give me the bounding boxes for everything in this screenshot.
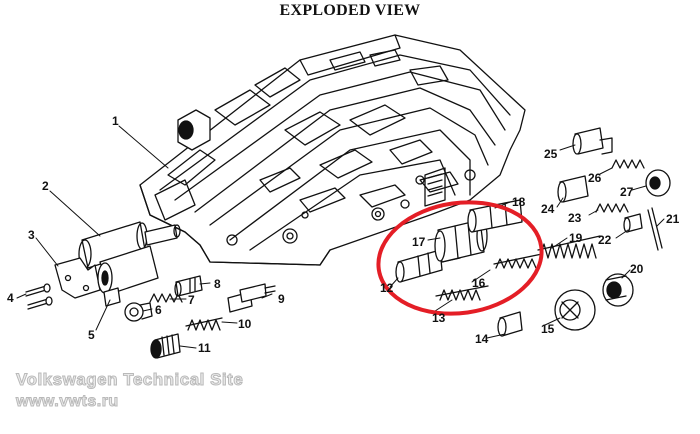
callout-19: 19 xyxy=(569,231,583,245)
part-6-plug xyxy=(124,302,153,322)
part-19-spring xyxy=(537,235,601,259)
part-26-spring xyxy=(611,159,645,169)
part-8-plunger xyxy=(174,275,203,297)
callout-23: 23 xyxy=(568,211,582,225)
diagram-title: EXPLODED VIEW xyxy=(279,2,421,19)
highlight-ellipse xyxy=(376,200,544,316)
part-16-spring xyxy=(493,253,543,269)
callout-12: 12 xyxy=(380,281,394,295)
part-7-spring xyxy=(149,293,183,303)
callout-15: 15 xyxy=(541,322,555,336)
callout-16: 16 xyxy=(472,276,486,290)
callout-8: 8 xyxy=(214,277,221,291)
leader-lines xyxy=(16,125,665,349)
part-2-solenoid xyxy=(78,221,181,269)
callout-27: 27 xyxy=(620,185,634,199)
callout-14: 14 xyxy=(475,332,489,346)
part-11-cap xyxy=(150,333,181,359)
callout-3: 3 xyxy=(28,228,35,242)
callout-11: 11 xyxy=(198,341,211,355)
part-5-solenoid xyxy=(97,245,159,307)
callout-2: 2 xyxy=(42,179,49,193)
part-10-spring xyxy=(185,317,223,331)
callout-20: 20 xyxy=(630,262,644,276)
part-15-cap xyxy=(554,289,596,331)
watermark-line-2: www.vwts.ru xyxy=(16,393,119,411)
callout-13: 13 xyxy=(432,311,446,325)
callout-17: 17 xyxy=(412,235,426,249)
callout-25: 25 xyxy=(544,147,558,161)
callout-6: 6 xyxy=(155,303,162,317)
part-22-plunger xyxy=(623,213,643,233)
callout-9: 9 xyxy=(278,292,285,306)
callout-18: 18 xyxy=(512,195,526,209)
callout-4: 4 xyxy=(7,291,14,305)
part-27-cap xyxy=(645,169,671,197)
callout-22: 22 xyxy=(598,233,612,247)
part-21-pin xyxy=(647,207,663,251)
callout-labels: 1 2 3 4 5 6 7 8 9 10 11 12 13 14 15 16 1… xyxy=(7,114,680,355)
callout-1: 1 xyxy=(112,114,119,128)
part-4-screws xyxy=(25,283,53,310)
callout-7: 7 xyxy=(188,293,195,307)
part-24-sleeve xyxy=(557,175,589,203)
part-9-valve xyxy=(227,283,276,313)
part-20-cap xyxy=(602,273,634,307)
callout-5: 5 xyxy=(88,328,95,342)
callout-10: 10 xyxy=(238,317,252,331)
callout-26: 26 xyxy=(588,171,602,185)
part-23-spring xyxy=(595,203,629,213)
callout-24: 24 xyxy=(541,202,555,216)
callout-21: 21 xyxy=(666,212,680,226)
part-25-plug xyxy=(572,127,613,155)
watermark-line-1: Volkswagen Technical Site xyxy=(15,370,244,390)
part-13-spring xyxy=(435,285,489,301)
part-14-plug xyxy=(497,311,523,337)
